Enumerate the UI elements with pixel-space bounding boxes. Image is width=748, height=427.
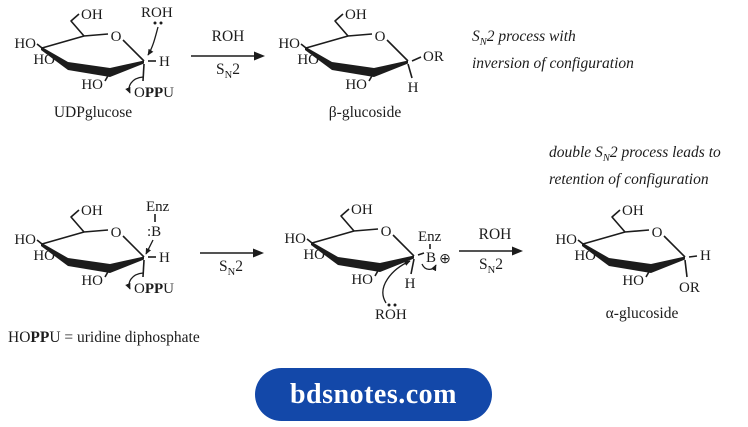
pyranose-chair: O OH HO HO HO (14, 7, 145, 93)
c2-hydroxyl-label: HO (81, 77, 103, 93)
hoppu-legend: HOPPU = uridine diphosphate (8, 329, 200, 346)
leaving-group-curved-arrow (125, 272, 144, 290)
bdsnotes-watermark-badge: bdsnotes.com (255, 368, 492, 421)
axial-or-label: OR (679, 280, 700, 296)
c6-hydroxyl-label: OH (351, 202, 373, 218)
pyranose-chair: O OH HO HO HO (278, 7, 409, 93)
udpglucose-enzyme-structure: O OH HO HO HO Enz :B H OPPU (14, 199, 174, 297)
glucosyl-enzyme-intermediate-structure: O OH HO HO HO Enz B ⊕ H ROH (284, 202, 451, 323)
leaving-group-curved-arrow (125, 76, 144, 94)
equatorial-h-label: H (700, 248, 711, 264)
arrow3-mechanism-label: SN2 (479, 256, 503, 277)
enzyme-base-label: :B (147, 224, 161, 240)
oppu-leaving-group-label: OPPU (134, 281, 174, 297)
anomeric-h-label: H (159, 54, 170, 70)
alpha-glucoside-structure: O OH HO HO HO H OR (555, 203, 711, 296)
c4-hydroxyl-label: HO (284, 231, 306, 247)
arrow3-reagent-label: ROH (478, 226, 512, 243)
bonded-base-label: B (426, 250, 436, 266)
inversion-note-line2: inversion of configuration (472, 55, 634, 73)
ring-oxygen: O (375, 29, 386, 45)
udpglucose-caption: UDPglucose (53, 104, 133, 121)
ring-oxygen: O (111, 29, 122, 45)
c6-hydroxyl-label: OH (345, 7, 367, 23)
nucleophile-attack-arrow (382, 260, 411, 304)
c3-hydroxyl-label: HO (297, 52, 319, 68)
udpglucose-structure: O OH HO HO HO H OPPU ROH (14, 5, 174, 101)
bond-electrons-curved-arrow (421, 263, 437, 272)
roh-nucleophile-label: ROH (141, 5, 173, 21)
positive-charge-icon: ⊕ (439, 252, 451, 267)
nucleophile-attack-arrow (147, 26, 159, 56)
oppu-leaving-group-label: OPPU (134, 85, 174, 101)
alpha-glucoside-caption: α-glucoside (605, 305, 679, 322)
anomeric-h-label: H (159, 250, 170, 266)
arrow2-mechanism-label: SN2 (219, 258, 243, 279)
retention-note-line1: double SN2 process leads to (549, 144, 721, 165)
c3-hydroxyl-label: HO (33, 52, 55, 68)
c3-hydroxyl-label: HO (303, 247, 325, 263)
lone-pair-dot (153, 21, 157, 25)
c4-hydroxyl-label: HO (14, 232, 36, 248)
pyranose-chair: O OH HO HO HO (284, 202, 415, 288)
retention-note-line2: retention of configuration (549, 171, 709, 189)
c2-hydroxyl-label: HO (81, 273, 103, 289)
c6-hydroxyl-label: OH (81, 7, 103, 23)
reaction-arrow-2 (200, 248, 264, 258)
beta-glucoside-caption: β-glucoside (328, 104, 402, 121)
pyranose-chair: O OH HO HO HO (14, 203, 145, 289)
c3-hydroxyl-label: HO (33, 248, 55, 264)
enzyme-label: Enz (146, 199, 170, 215)
ring-oxygen: O (111, 225, 122, 241)
c4-hydroxyl-label: HO (555, 232, 577, 248)
roh-nucleophile-label: ROH (375, 307, 407, 323)
lone-pair-dot (387, 303, 391, 307)
pyranose-chair: O OH HO HO HO (555, 203, 686, 289)
bdsnotes-watermark-text: bdsnotes.com (289, 378, 457, 410)
enzyme-label: Enz (418, 229, 442, 245)
retention-note: double SN2 process leads to retention of… (549, 142, 721, 190)
anomeric-h-label: H (405, 276, 416, 292)
c2-hydroxyl-label: HO (622, 273, 644, 289)
ring-oxygen: O (381, 224, 392, 240)
c4-hydroxyl-label: HO (14, 36, 36, 52)
axial-h-label: H (408, 80, 419, 96)
arrow1-mechanism-label: SN2 (216, 61, 240, 82)
c6-hydroxyl-label: OH (81, 203, 103, 219)
base-attack-arrow (145, 239, 154, 255)
lone-pair-dot (159, 21, 163, 25)
c2-hydroxyl-label: HO (351, 272, 373, 288)
c4-hydroxyl-label: HO (278, 36, 300, 52)
c6-hydroxyl-label: OH (622, 203, 644, 219)
reaction-arrow-3 (459, 246, 523, 256)
equatorial-or-label: OR (423, 49, 444, 65)
beta-glucoside-structure: O OH HO HO HO OR H (278, 7, 444, 96)
arrow1-reagent-label: ROH (211, 28, 245, 45)
c2-hydroxyl-label: HO (345, 77, 367, 93)
inversion-note-line1: SN2 process with (472, 28, 576, 49)
ring-oxygen: O (652, 225, 663, 241)
inversion-note: SN2 process with inversion of configurat… (472, 26, 634, 74)
lone-pair-dot (393, 303, 397, 307)
reaction-arrow-1 (191, 51, 265, 61)
c3-hydroxyl-label: HO (574, 248, 596, 264)
